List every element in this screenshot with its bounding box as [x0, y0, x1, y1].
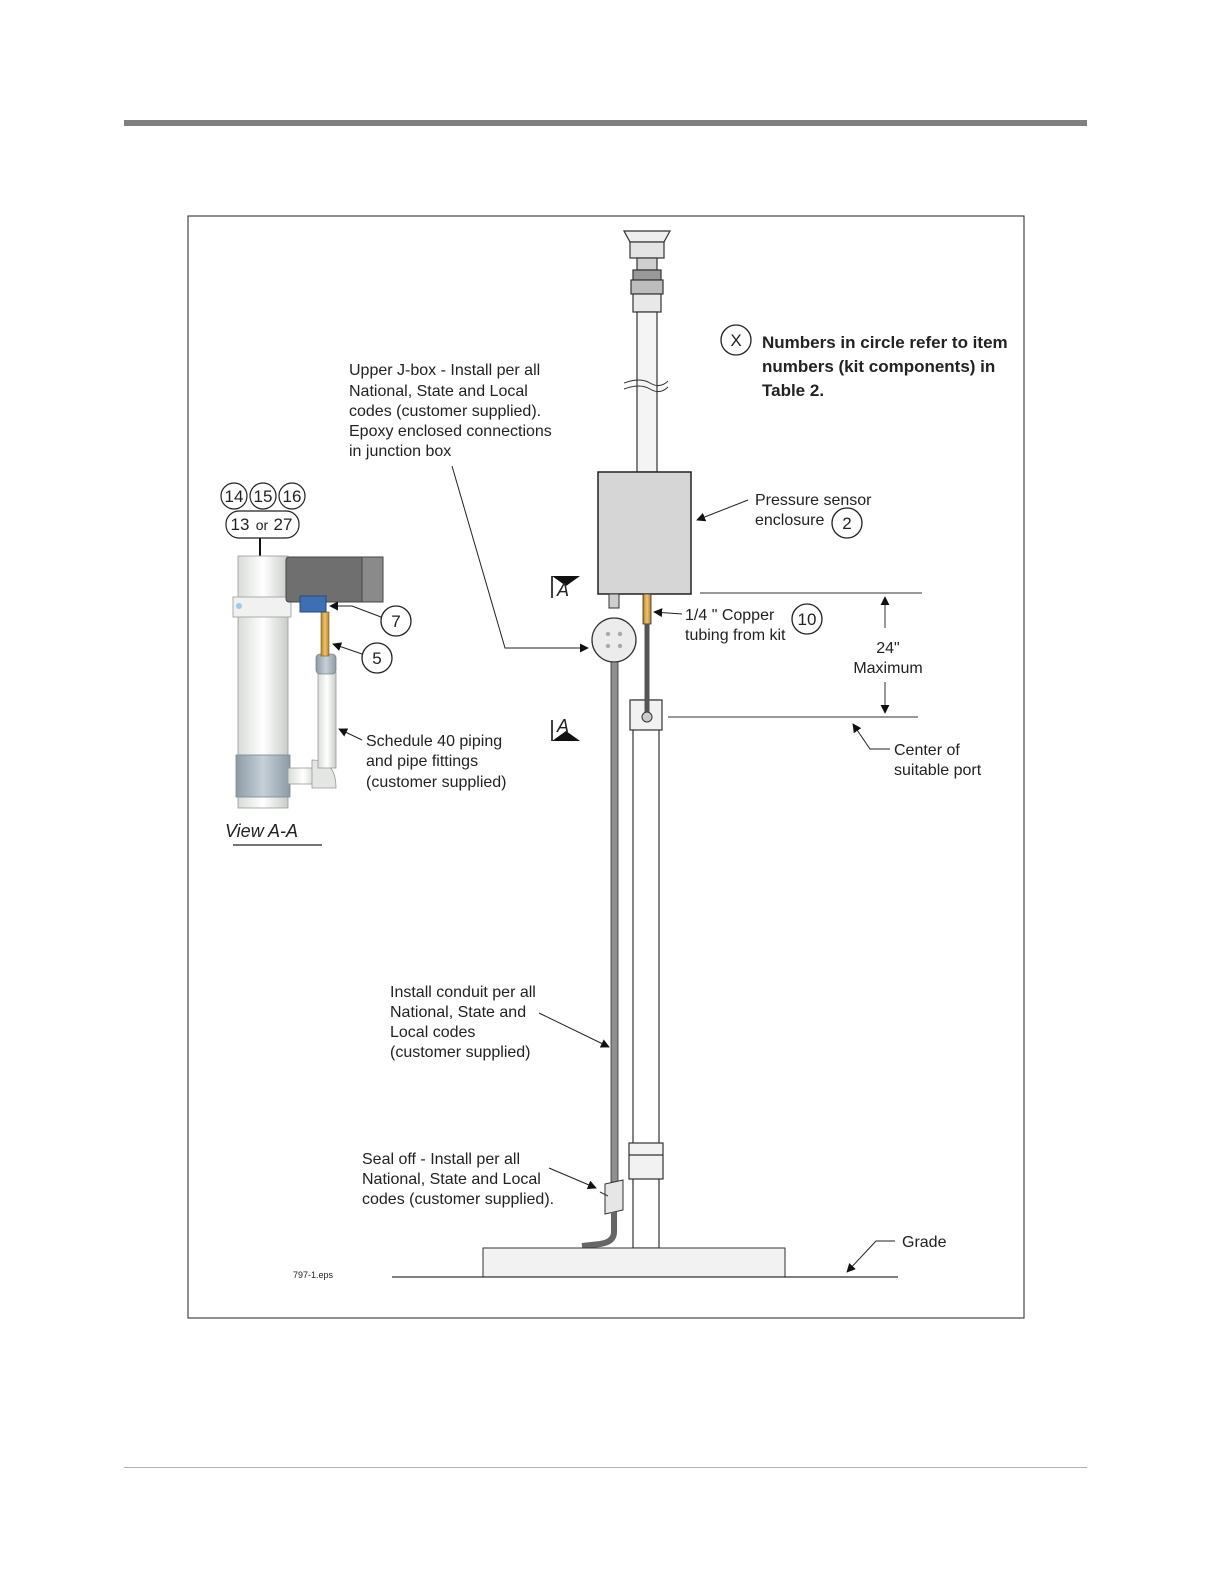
dimension-maximum-label: Maximum	[853, 660, 922, 677]
svg-text:Upper J-box - Install per all: Upper J-box - Install per all	[349, 362, 540, 379]
dimension-lines	[668, 592, 922, 718]
header-rule	[124, 120, 1087, 126]
section-marker-a-upper: A	[551, 576, 580, 600]
svg-text:A: A	[556, 580, 569, 600]
svg-text:7: 7	[391, 612, 400, 631]
svg-text:(customer supplied): (customer supplied)	[390, 1044, 531, 1061]
upper-jbox-callout: Upper J-box - Install per all National, …	[349, 362, 589, 653]
svg-text:or: or	[256, 517, 269, 533]
svg-text:14: 14	[225, 487, 244, 506]
svg-text:5: 5	[372, 649, 381, 668]
conduit	[581, 661, 624, 1249]
svg-text:16: 16	[283, 487, 302, 506]
dimension-24-label: 24"	[876, 640, 899, 657]
svg-text:15: 15	[254, 487, 273, 506]
svg-text:codes (customer supplied).: codes (customer supplied).	[362, 1191, 554, 1208]
junction-box	[591, 593, 637, 663]
svg-text:10: 10	[798, 610, 817, 629]
pressure-sensor-enclosure	[597, 471, 692, 595]
figure-frame	[187, 215, 1025, 1319]
svg-text:Epoxy enclosed connections: Epoxy enclosed connections	[349, 423, 552, 440]
svg-text:Numbers in circle refer to ite: Numbers in circle refer to item	[762, 333, 1008, 352]
svg-text:Center of: Center of	[894, 742, 960, 759]
concrete-base	[482, 1247, 786, 1278]
svg-text:Install conduit per all: Install conduit per all	[390, 984, 536, 1001]
svg-text:codes (customer supplied).: codes (customer supplied).	[349, 403, 541, 420]
svg-text:tubing from kit: tubing from kit	[685, 627, 786, 644]
svg-text:National, State and Local: National, State and Local	[362, 1171, 541, 1188]
svg-text:(customer supplied): (customer supplied)	[366, 774, 507, 791]
section-marker-a-lower: A	[551, 716, 580, 741]
conduit-callout: Install conduit per all National, State …	[390, 984, 610, 1061]
svg-text:enclosure: enclosure	[755, 512, 824, 529]
footer-rule	[124, 1467, 1087, 1468]
svg-text:Schedule 40 piping: Schedule 40 piping	[366, 733, 502, 750]
view-a-a-inset: 14 15 16 13 or 27 7	[220, 482, 507, 846]
pressure-sensor-callout: Pressure sensor enclosure 2	[696, 492, 872, 539]
seal-off-callout: Seal off - Install per all National, Sta…	[362, 1151, 597, 1208]
copper-tubing	[641, 593, 653, 723]
grade-callout: Grade	[846, 1234, 947, 1273]
svg-text:Grade: Grade	[902, 1234, 947, 1251]
inset-item-labels: 14 15 16 13 or 27	[220, 482, 306, 598]
file-name: 797-1.eps	[293, 1270, 334, 1280]
svg-text:Pressure sensor: Pressure sensor	[755, 492, 872, 509]
svg-text:2: 2	[842, 514, 851, 533]
svg-text:1/4 " Copper: 1/4 " Copper	[685, 607, 775, 624]
svg-text:Table 2.: Table 2.	[762, 381, 824, 400]
copper-tubing-callout: 1/4 " Copper tubing from kit 10	[653, 603, 823, 644]
center-port-callout: Center of suitable port	[852, 723, 982, 779]
item-2-circle	[831, 507, 863, 539]
svg-text:13: 13	[231, 515, 250, 534]
vent-riser-pipe	[622, 230, 672, 1249]
svg-text:National, State and: National, State and	[390, 1004, 526, 1021]
svg-text:National, State and Local: National, State and Local	[349, 383, 528, 400]
view-a-a-label: View A-A	[225, 821, 298, 841]
item-10-circle	[791, 603, 823, 635]
svg-text:Local codes: Local codes	[390, 1024, 475, 1041]
legend: X Numbers in circle refer to item number…	[720, 324, 1008, 400]
svg-text:numbers (kit components) in: numbers (kit components) in	[762, 357, 995, 376]
svg-text:Seal off - Install per all: Seal off - Install per all	[362, 1151, 520, 1168]
svg-text:27: 27	[274, 515, 293, 534]
svg-text:suitable port: suitable port	[894, 762, 982, 779]
svg-text:in junction box: in junction box	[349, 443, 451, 460]
svg-text:and pipe fittings: and pipe fittings	[366, 753, 478, 770]
legend-symbol: X	[730, 331, 741, 350]
svg-text:A: A	[556, 716, 569, 736]
